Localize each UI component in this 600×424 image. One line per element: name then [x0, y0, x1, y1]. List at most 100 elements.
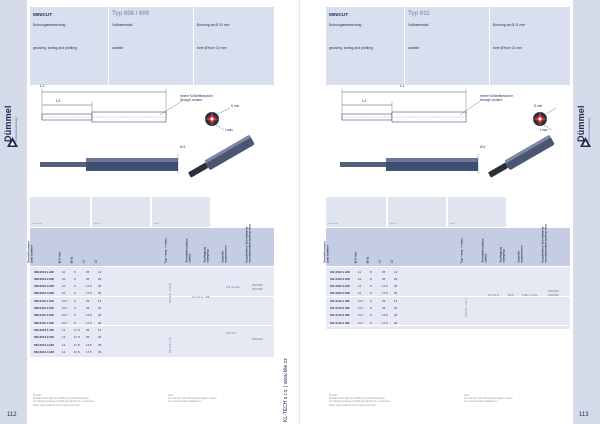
dimension-cell: 6: [74, 276, 76, 281]
row-group-divider: [326, 296, 570, 298]
material-en: carbide: [112, 46, 124, 50]
dimension-cell: 20: [98, 276, 102, 281]
dimension-cell: 12.5: [86, 342, 92, 347]
dimension-cell: 8: [370, 313, 372, 318]
part-number-cell: 609.0012.1 HM: [34, 327, 54, 332]
dimension-cell: 25: [98, 313, 102, 318]
part-number-cell: 611.0112.4 HM: [330, 320, 350, 325]
catalog-page-right: Dümmel Präzisionswerkzeuge 113 MINICUT T…: [300, 0, 600, 424]
dimension-cell: 10: [62, 291, 66, 296]
product-title: MINICUT: [33, 12, 53, 17]
dimension-cell: 8: [370, 284, 372, 289]
image-caption: Detail: [154, 223, 160, 225]
dimension-cell: 11.7: [358, 306, 364, 311]
col-header: L1: [377, 259, 382, 263]
product-title: MINICUT: [329, 12, 349, 17]
diameter-de: Bohrung ab Ø 11 mm: [493, 23, 526, 27]
dimension-cell: 12: [62, 335, 66, 340]
footnotes: Hinweis:Bestellnummer gilt für Ausführun…: [326, 394, 570, 414]
dimension-cell: 20: [394, 306, 398, 311]
part-number-cell: 609.0012.4 HM: [34, 349, 54, 354]
dimension-cell: 11: [358, 276, 362, 281]
desc-de: Bohrungsbearbeitung: [329, 23, 362, 27]
image-caption: Ansicht: [94, 223, 101, 225]
footnote-block: Note:for tools with other dimensions ple…: [168, 394, 217, 404]
image-strip: Darstellung Ansicht Detail: [30, 197, 274, 227]
header-divider: [108, 7, 109, 85]
dimension-cell: 12: [98, 269, 102, 274]
dimension-cell: 10: [62, 276, 66, 281]
part-number-cell: 611.0012.4 HM: [330, 291, 350, 296]
material-en: carbide: [408, 46, 420, 50]
dimension-cell: 25: [394, 313, 398, 318]
dim-tmax: t max: [540, 128, 548, 132]
part-number-cell: 611.0112.2 HM: [330, 306, 350, 311]
dim-dmin: D min: [231, 104, 240, 108]
dimension-cell: 6 / 8: [74, 335, 80, 340]
image-box: Ansicht: [388, 197, 446, 227]
dimension-cell: 11.7: [358, 313, 364, 318]
part-number-cell: 608.0112.3 HM: [34, 313, 54, 318]
dimension-cell: 20: [98, 335, 102, 340]
technical-drawing: L1 L2 Innere Kühlmittelzufuhr through co…: [30, 83, 274, 196]
dimension-cell: 12: [62, 349, 66, 354]
col-header: Typ • max. / t max.: [163, 237, 168, 263]
brand-rail: Dümmel Präzisionswerkzeuge 113: [573, 0, 600, 424]
header-divider: [489, 7, 490, 85]
website-credit[interactable]: KL-TECH s.r.o. | www.klte.cz: [283, 358, 289, 422]
dimension-cell: 6: [74, 291, 76, 296]
dimension-cell: 6: [74, 313, 76, 318]
image-box: Detail: [152, 197, 210, 227]
desc-de: Bohrungsbearbeitung: [33, 23, 66, 27]
dimension-cell: 10: [62, 269, 66, 274]
dimension-cell: 6: [74, 320, 76, 325]
diameter-en: bore Ø from 11 mm: [493, 46, 523, 50]
dimension-cell: 12.5: [382, 313, 388, 318]
dimension-cell: 12: [62, 342, 66, 347]
merged-radius-cell: 0.2 / 0.4: [488, 293, 499, 297]
part-number-cell: 611.0112.3 HM: [330, 313, 350, 318]
part-number-cell: 611.0012.3 HM: [330, 284, 350, 289]
col-header: Ø D min: [57, 251, 62, 263]
dimension-cell: 35: [382, 269, 386, 274]
tool-drawing-svg: [340, 89, 557, 178]
part-number-cell: 609.0012.3 HM: [34, 342, 54, 347]
dimension-cell: 10.7: [62, 313, 68, 318]
dimension-cell: 12: [394, 269, 398, 274]
brand-logo-icon: [580, 137, 591, 147]
footnote-block: Hinweis:Bestellnummer gilt für Ausführun…: [329, 394, 391, 407]
dimension-cell: 17.5: [86, 320, 92, 325]
part-number-cell: 611.0012.2 HM: [330, 276, 350, 281]
dimension-cell: 17.5: [382, 320, 388, 325]
dimension-cell: 11.7: [358, 298, 364, 303]
dim-shank: Ø d: [180, 145, 186, 149]
dimension-cell: 17.5: [382, 291, 388, 296]
part-number-cell: 609.0012.2 HM: [34, 335, 54, 340]
brand-rail: Dümmel Präzisionswerkzeuge 112: [0, 0, 27, 424]
merged-radius-cell: 0.2 / 0.4 – R6: [192, 295, 210, 299]
dimension-cell: 8: [370, 269, 372, 274]
material-de: Vollhartmetall: [112, 23, 133, 27]
dimension-cell: 6 / 8: [74, 342, 80, 347]
image-box: Ansicht: [92, 197, 150, 227]
dimension-cell: 12: [98, 327, 102, 332]
dimension-cell: 11: [358, 284, 362, 289]
dimension-cell: 25: [98, 284, 102, 289]
